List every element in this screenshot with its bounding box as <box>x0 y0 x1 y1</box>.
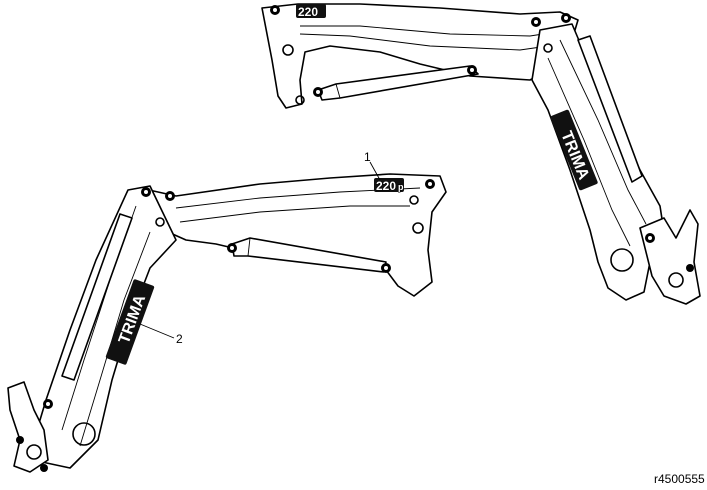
loader-arm-front-view: 220 p TRIMA <box>7 173 447 473</box>
leader-line <box>369 161 381 181</box>
model-decal-lower <box>374 178 404 192</box>
reference-code: r4500555 <box>654 472 705 486</box>
bracket-lower <box>7 381 49 473</box>
bracket-upper <box>639 209 701 305</box>
loader-arm-rear-view: 220 TRIMA <box>261 3 701 305</box>
boom-beam-upper <box>261 3 579 109</box>
leader-line <box>139 323 175 339</box>
tilt-cylinder-lower <box>61 213 133 381</box>
boom-beam-lower <box>139 173 447 297</box>
pillar-lower <box>33 185 177 469</box>
callout-2: 2 <box>139 323 183 346</box>
callout-number: 1 <box>364 150 371 164</box>
callout-number: 2 <box>176 332 183 346</box>
bushing <box>610 248 634 272</box>
model-decal-text-upper: 220 <box>298 5 318 19</box>
cylinder-upper <box>317 65 479 101</box>
bushing <box>72 422 96 446</box>
model-decal-suffix-lower: p <box>398 182 404 192</box>
model-decal-upper <box>296 4 326 18</box>
callout-1: 1 <box>364 150 381 181</box>
model-decal-text-lower: 220 <box>376 179 396 193</box>
tilt-cylinder-upper <box>577 35 643 183</box>
